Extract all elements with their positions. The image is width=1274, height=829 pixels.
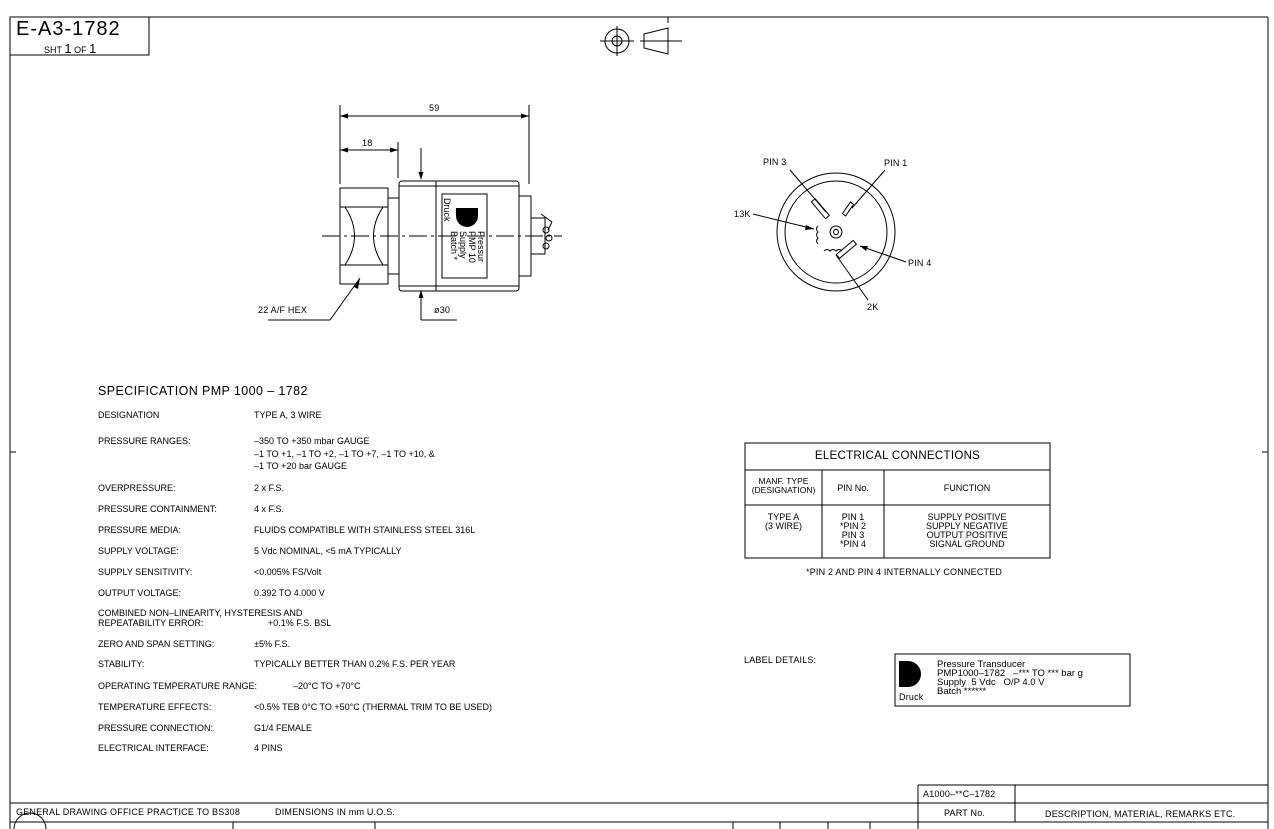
label-brand: Druck bbox=[899, 692, 924, 702]
spec-label: PRESSURE CONTAINMENT: bbox=[98, 504, 217, 514]
spec-label: ELECTRICAL INTERFACE: bbox=[98, 743, 209, 753]
spec-value: 5 Vdc NOMINAL, <5 mA TYPICALLY bbox=[254, 546, 402, 556]
elec-pin-1: PIN 1 bbox=[841, 512, 865, 522]
elec-pins: PIN 1 *PIN 2 PIN 3 *PIN 4 bbox=[822, 513, 884, 549]
pin1-label: PIN 1 bbox=[884, 158, 908, 168]
spec-label: ZERO AND SPAN SETTING: bbox=[98, 639, 215, 649]
spec-value: TYPE A, 3 WIRE bbox=[254, 410, 322, 420]
elec-functions: SUPPLY POSITIVE SUPPLY NEGATIVE OUTPUT P… bbox=[884, 513, 1050, 549]
label-line2: PMP1000–1782 –*** TO *** bar g bbox=[937, 668, 1083, 679]
spec-value: –350 TO +350 mbar GAUGE bbox=[254, 436, 370, 446]
dim-overall: 59 bbox=[429, 103, 440, 113]
spec-value: 2 x F.S. bbox=[254, 483, 285, 493]
spec-label: DESIGNATION bbox=[98, 410, 160, 420]
spec-value: <0.005% FS/Volt bbox=[254, 567, 322, 577]
spec-value: –1 TO +20 bar GAUGE bbox=[254, 461, 347, 471]
spec-label: OUTPUT VOLTAGE: bbox=[98, 588, 182, 598]
elec-header-manf-1: MANF. TYPE bbox=[758, 476, 809, 486]
side-label-line2: PMP 10 bbox=[467, 231, 477, 263]
elec-header-function: FUNCTION bbox=[943, 483, 991, 493]
sheet-info: SHT 1 OF 1 bbox=[44, 41, 96, 56]
of-number: 1 bbox=[89, 41, 97, 56]
elec-pin-2: *PIN 2 bbox=[839, 521, 866, 531]
side-label-line1: Pressur bbox=[476, 231, 486, 263]
elec-header-pin: PIN No. bbox=[837, 483, 869, 493]
part-no-label: PART No. bbox=[944, 808, 986, 818]
elec-function-3: OUTPUT POSITIVE bbox=[926, 530, 1008, 540]
pin3-label: PIN 3 bbox=[763, 157, 787, 167]
spec-label: PRESSURE RANGES: bbox=[98, 436, 191, 446]
dim-hex: 22 A/F HEX bbox=[258, 305, 308, 315]
elec-function-2: SUPPLY NEGATIVE bbox=[925, 521, 1009, 531]
spec-label: STABILITY: bbox=[98, 659, 145, 669]
druck-logo-shape bbox=[899, 661, 921, 687]
elec-type: TYPE A (3 WIRE) bbox=[745, 513, 822, 531]
spec-label: SUPPLY SENSITIVITY: bbox=[98, 567, 193, 577]
resistor-13k-label: 13K bbox=[734, 209, 751, 219]
label-details-lines: Pressure Transducer PMP1000–1782 –*** TO… bbox=[937, 659, 1083, 697]
elec-function-1: SUPPLY POSITIVE bbox=[927, 512, 1007, 522]
sheet-number: 1 bbox=[64, 41, 72, 56]
elec-title: ELECTRICAL CONNECTIONS bbox=[814, 450, 981, 462]
spec-value: –20°C TO +70°C bbox=[293, 681, 361, 691]
resistor-2k-label: 2K bbox=[867, 302, 879, 312]
label-details-heading: LABEL DETAILS: bbox=[744, 655, 817, 665]
spec-label: OPERATING TEMPERATURE RANGE: bbox=[98, 681, 258, 691]
elec-note: *PIN 2 AND PIN 4 INTERNALLY CONNECTED bbox=[806, 567, 1003, 577]
elec-type-1: TYPE A bbox=[767, 512, 800, 522]
label-line4: Batch ****** bbox=[937, 686, 987, 697]
of-label: OF bbox=[74, 45, 87, 55]
spec-label: REPEATABILITY ERROR: bbox=[98, 618, 204, 628]
spec-value: FLUIDS COMPATIBLE WITH STAINLESS STEEL 3… bbox=[254, 525, 476, 535]
spec-title: SPECIFICATION PMP 1000 – 1782 bbox=[98, 384, 308, 398]
spec-label: TEMPERATURE EFFECTS: bbox=[98, 702, 212, 712]
side-label-brand: Druck bbox=[442, 198, 452, 222]
dimensions-note: DIMENSIONS IN mm U.O.S. bbox=[275, 807, 396, 817]
spec-value: 0.392 TO 4.000 V bbox=[254, 588, 325, 598]
elec-header-manf: MANF. TYPE (DESIGNATION) bbox=[745, 477, 822, 495]
side-label-line3: Supply bbox=[458, 231, 468, 259]
part-code: A1000–**C–1782 bbox=[923, 789, 996, 799]
drawing-practice: GENERAL DRAWING OFFICE PRACTICE TO BS308 bbox=[16, 807, 241, 817]
spec-value: TYPICALLY BETTER THAN 0.2% F.S. PER YEAR bbox=[254, 659, 456, 669]
spec-value: –1 TO +1, –1 TO +2, –1 TO +7, –1 TO +10,… bbox=[254, 449, 435, 459]
spec-value: <0.5% TEB 0°C TO +50°C (THERMAL TRIM TO … bbox=[254, 702, 492, 712]
spec-value: ±5% F.S. bbox=[254, 639, 290, 649]
dim-partial: 18 bbox=[362, 138, 373, 148]
description-label: DESCRIPTION, MATERIAL, REMARKS ETC. bbox=[1045, 809, 1236, 819]
spec-label: SUPPLY VOLTAGE: bbox=[98, 546, 179, 556]
spec-value: +0.1% F.S. BSL bbox=[268, 618, 332, 628]
elec-header-manf-2: (DESIGNATION) bbox=[751, 485, 816, 495]
spec-label: OVERPRESSURE: bbox=[98, 483, 176, 493]
spec-label: PRESSURE CONNECTION: bbox=[98, 723, 214, 733]
spec-label: COMBINED NON–LINEARITY, HYSTERESIS AND bbox=[98, 608, 303, 618]
dim-diameter: ø30 bbox=[434, 305, 451, 315]
spec-value: 4 PINS bbox=[254, 743, 283, 753]
elec-pin-3: PIN 3 bbox=[841, 530, 865, 540]
elec-pin-4: *PIN 4 bbox=[839, 539, 866, 549]
elec-type-2: (3 WIRE) bbox=[765, 521, 802, 531]
pin4-label: PIN 4 bbox=[908, 258, 932, 268]
label-line3: Supply 5 Vdc O/P 4.0 V bbox=[937, 677, 1045, 688]
elec-function-4: SIGNAL GROUND bbox=[929, 539, 1005, 549]
spec-label: PRESSURE MEDIA: bbox=[98, 525, 182, 535]
spec-value: G1/4 FEMALE bbox=[254, 723, 313, 733]
spec-value: 4 x F.S. bbox=[254, 504, 285, 514]
drawing-number: E-A3-1782 bbox=[16, 18, 121, 40]
sheet-label: SHT bbox=[44, 45, 62, 55]
label-line1: Pressure Transducer bbox=[937, 659, 1026, 670]
